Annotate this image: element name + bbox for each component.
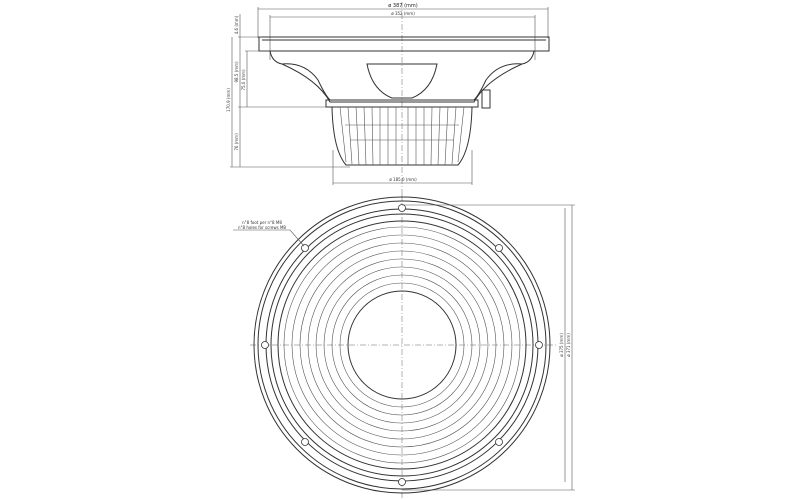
outer-diameter-label: ø 387 (mm) — [388, 3, 417, 9]
magnet-diameter-label: ø 185.0 (mm) — [389, 177, 417, 182]
inner-diameter-label: ø 352 (mm) — [391, 11, 415, 16]
mounting-note-line1: n°8 foot per n°8 M8 — [242, 220, 282, 225]
basket-depth-label: 98.5 (mm) — [234, 61, 239, 83]
total-depth-label: 170.9 (mm) — [226, 88, 231, 112]
front-view: n°8 foot per n°8 M8 n°8 holes for screws… — [233, 195, 575, 498]
flange-thickness-label: 4.6 (mm) — [234, 15, 239, 34]
mount-depth-label: 75.0 (mm) — [241, 69, 246, 91]
bolt-circle-1-label: ø 375 (mm) — [559, 333, 564, 357]
mounting-note-line2: n°8 holes for screws M8 — [238, 225, 286, 230]
magnet-depth-label: 76 (mm) — [234, 133, 239, 151]
bolt-circle-2-label: ø 371 (mm) — [566, 333, 571, 357]
side-view: ø 387 (mm) ø 352 (mm) 4.6 (mm) — [226, 2, 550, 198]
